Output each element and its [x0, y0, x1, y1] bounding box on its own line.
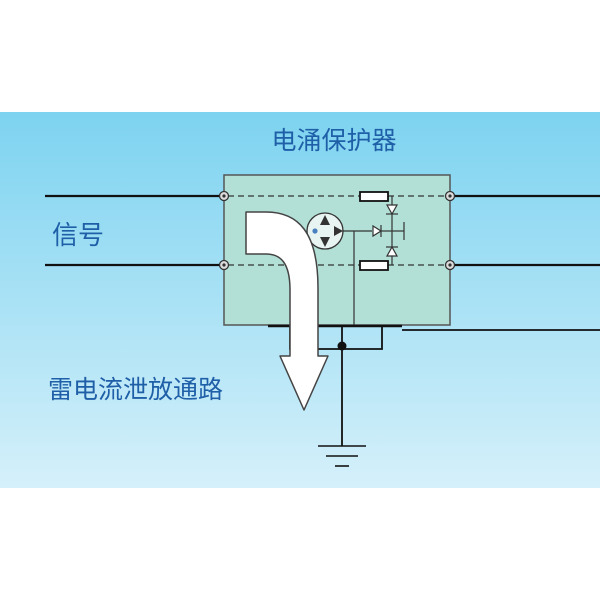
terminal-bottom-right-dot — [448, 263, 452, 267]
signal-label: 信号 — [52, 221, 104, 251]
discharge-path-label: 雷电流泄放通路 — [48, 375, 223, 404]
terminal-top-left-dot — [222, 194, 226, 198]
curved-arrow-down-icon — [245, 211, 329, 411]
ground-junction-dot — [337, 341, 347, 351]
resistor-icon — [359, 191, 389, 271]
internal-dashed-lines — [228, 195, 446, 266]
resistor-top — [359, 191, 389, 202]
diode-icon — [372, 196, 405, 265]
terminal-top-right-dot — [448, 194, 452, 198]
title-label: 电涌保护器 — [271, 126, 396, 155]
ground-icon — [318, 445, 366, 467]
signal-lines — [45, 194, 600, 267]
terminal-bottom-left-dot — [222, 263, 226, 267]
resistor-bottom — [359, 260, 389, 271]
gas-discharge-tube-icon — [306, 212, 372, 250]
